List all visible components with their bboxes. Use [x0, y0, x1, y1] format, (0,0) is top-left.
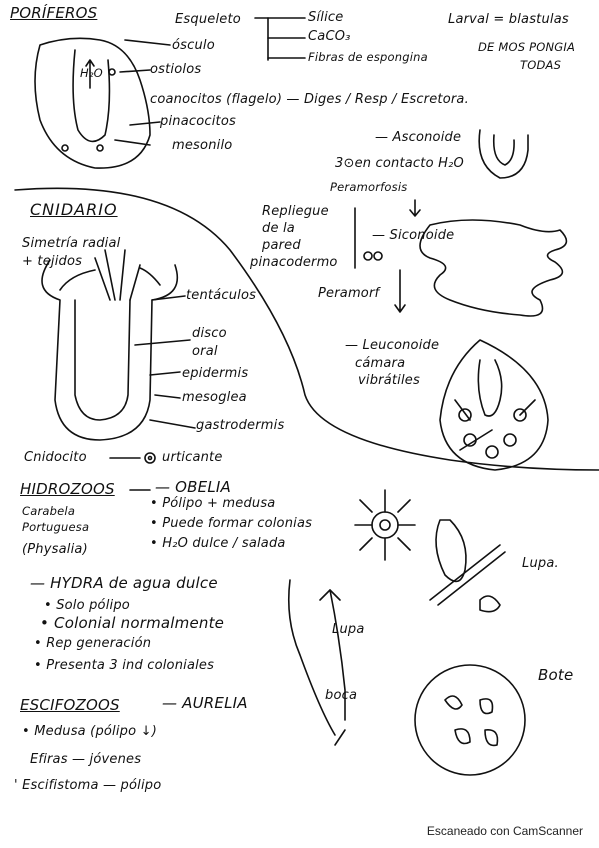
contacto-label: 3⊙en contacto H₂O: [335, 156, 464, 171]
cnidario-sketch: [41, 249, 196, 441]
asconoide-sketch: [478, 129, 529, 179]
osculo-label: ósculo: [172, 38, 215, 53]
vibratiles-label: vibrátiles: [358, 373, 420, 388]
leuconoide-label: — Leuconoide: [345, 338, 440, 353]
hidrozoos-title: HIDROZOOS: [20, 480, 115, 498]
oral-label: oral: [192, 344, 218, 359]
simetria-label: Simetría radial: [22, 236, 121, 251]
obelia-item-2: • Puede formar colonias: [150, 516, 313, 531]
repliegue-1: Repliegue: [262, 204, 329, 219]
hydra-item-1: • Solo pólipo: [44, 598, 130, 613]
ostiolos-label: ostiolos: [150, 62, 202, 77]
pinacocitos-label: pinacocitos: [160, 114, 236, 129]
repliegue-3: pared: [262, 238, 301, 253]
h2o-label: H₂O: [80, 66, 103, 80]
obelia-item-1: • Pólipo + medusa: [150, 496, 276, 511]
boca-label: boca: [325, 688, 358, 703]
tejidos-label: + tejidos: [22, 254, 83, 269]
repliegue-2: de la: [262, 221, 295, 236]
camscanner-footer: Escaneado con CamScanner: [426, 824, 583, 838]
siconoide-sketch: [419, 219, 568, 317]
repliegue-4: pinacodermo: [250, 255, 338, 270]
obelia-item-3: • H₂O dulce / salada: [150, 536, 286, 551]
hydra-sketch: [287, 579, 346, 736]
urticante-label: urticante: [162, 450, 223, 465]
sponge-sketch: [34, 37, 171, 169]
demospongia-label: DE MOS PONGIA: [478, 40, 576, 54]
escifozoos-title: ESCIFOZOOS: [20, 696, 120, 714]
hydra-item-2: • Colonial normalmente: [40, 614, 225, 632]
peramorfosis-label: Peramorfosis: [330, 180, 408, 194]
cnidocito-label: Cnidocito: [24, 450, 87, 465]
skeleton-caco3: CaCO₃: [308, 29, 351, 44]
lupa-label-1: Lupa.: [522, 556, 559, 571]
hydra-item-3: • Rep generación: [34, 636, 152, 651]
epidermis-label: epidermis: [182, 366, 249, 381]
lupa-label-2: Lupa: [332, 622, 365, 637]
obelia-label: — OBELIA: [155, 478, 231, 496]
tentaculos-label: tentáculos: [186, 288, 257, 303]
carabela-1: Carabela: [22, 504, 76, 518]
obelia-medusa-sketch: [354, 489, 416, 561]
poriferos-title: PORÍFEROS: [10, 4, 98, 22]
siconoide-label: — Siconoide: [372, 228, 455, 243]
skeleton-silice: Sílice: [308, 10, 344, 25]
carabela-2: Portuguesa: [22, 520, 90, 534]
carabela-3: (Physalia): [22, 542, 88, 557]
hydra-item-4: • Presenta 3 ind coloniales: [34, 658, 215, 673]
escifozoos-item-1: • Medusa (pólipo ↓): [22, 724, 157, 739]
coanocitos-label: coanocitos (flagelo) — Diges / Resp / Es…: [150, 92, 469, 107]
cnidario-title: CNIDARIO: [30, 200, 118, 219]
escifozoos-item-3: ' Escifistoma — pólipo: [14, 778, 162, 793]
esqueleto-label: Esqueleto: [175, 12, 241, 27]
obelia-polyp-sketch: [429, 519, 506, 613]
disco-label: disco: [192, 326, 227, 341]
mesonilo-label: mesonilo: [172, 138, 233, 153]
gastrodermis-label: gastrodermis: [196, 418, 285, 433]
todas-label: TODAS: [520, 58, 562, 72]
asconoide-label: — Asconoide: [375, 130, 462, 145]
section-divider: [14, 187, 599, 471]
aurelia-label: — AURELIA: [162, 694, 248, 712]
peramorf-label: Peramorf: [318, 286, 380, 301]
skeleton-espongina: Fibras de espongina: [308, 50, 428, 64]
camara-label: cámara: [355, 356, 406, 371]
leuconoide-sketch: [439, 339, 549, 471]
bote-sketch: [414, 664, 526, 776]
escifozoos-item-2: Efiras — jóvenes: [30, 752, 142, 767]
larval-label: Larval = blastulas: [448, 12, 569, 27]
hydra-label: — HYDRA de agua dulce: [30, 574, 218, 592]
bote-label: Bote: [538, 666, 574, 684]
skeleton-brace: [254, 17, 306, 61]
mesoglea-label: mesoglea: [182, 390, 247, 405]
